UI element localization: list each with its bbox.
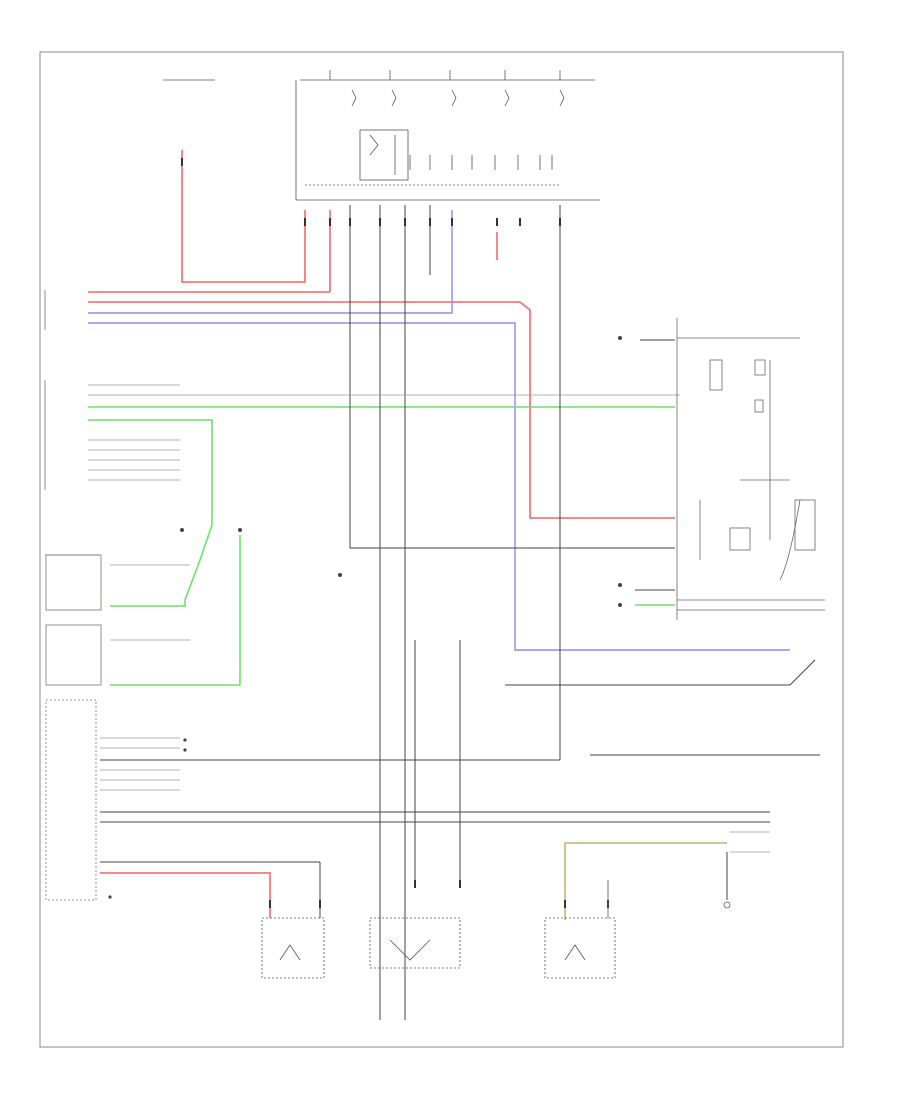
fuse-block-top [163, 70, 600, 201]
gray-wires [88, 384, 770, 853]
node-dots [108, 336, 622, 899]
bottom-switches [261, 880, 731, 979]
red-wires [88, 150, 675, 918]
connector-ticks [181, 158, 609, 908]
black-wires [100, 205, 820, 1020]
diagram-frame [39, 51, 844, 1048]
right-module [676, 318, 825, 620]
blue-wires [88, 210, 790, 651]
tan-wire [564, 842, 727, 920]
green-wires [88, 406, 675, 686]
connector-brackets-left [44, 290, 102, 901]
